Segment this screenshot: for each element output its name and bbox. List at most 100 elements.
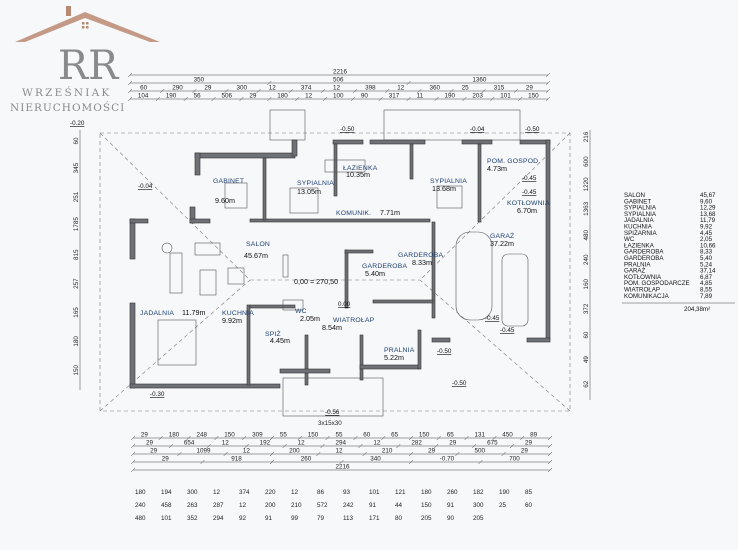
dimension-label: 251 — [73, 191, 80, 202]
interior-dimension: 480 — [135, 515, 146, 522]
interior-dimension: 352 — [187, 515, 198, 522]
dimension-label: 100 — [333, 93, 344, 100]
room-name: KOTŁOWNIA — [507, 200, 550, 207]
dimension-label: 60 — [140, 85, 148, 92]
dimension-label: 360 — [429, 85, 440, 92]
interior-dimension: 300 — [187, 489, 198, 496]
rear-terrace — [383, 109, 521, 141]
dimension-label: 25 — [462, 85, 470, 92]
walls — [129, 139, 551, 389]
dimension-label: 29 — [449, 440, 457, 447]
dimension-label: 150 — [73, 365, 80, 376]
dimension-label: 340 — [370, 456, 381, 463]
dimension-label: 2216 — [333, 69, 348, 76]
area-table-value: 8,33 — [700, 249, 713, 256]
stairs-label: 3x15x30 — [318, 420, 342, 427]
dimension-label: 500 — [475, 448, 486, 455]
level-mark: -0.50 — [525, 126, 540, 133]
dimension-label: 180 — [73, 336, 80, 347]
dimension-label: 600 — [583, 156, 590, 167]
dimension-label: 65 — [447, 432, 455, 439]
dimension-label: 372 — [583, 303, 590, 314]
area-table-value: 12,29 — [700, 205, 716, 212]
dimension-label: 56 — [194, 93, 202, 100]
dimension-label: 216 — [583, 131, 590, 142]
dimension-label: 345 — [73, 162, 80, 173]
area-table-room: GABINET — [624, 198, 651, 205]
interior-dimension: 458 — [161, 502, 172, 509]
level-mark: -0.04 — [470, 126, 485, 133]
dimension-label: 1220 — [583, 177, 590, 192]
room-name: KOMUNIK. — [336, 210, 371, 217]
area-table-room: SYPIALNIA — [624, 205, 657, 212]
dimension-label: 12 — [397, 85, 405, 92]
dimension-label: 317 — [389, 93, 400, 100]
interior-dimension: 90 — [447, 515, 455, 522]
area-table-room: ŁAZIENKA — [624, 242, 655, 249]
dimension-label: 29 — [146, 440, 154, 447]
area-table-room: POM. GOSPODARCZE — [624, 280, 690, 287]
dimension-label: 374 — [301, 85, 312, 92]
interior-dimension: 190 — [499, 489, 510, 496]
dimension-label: 700 — [509, 456, 520, 463]
level-mark: -0.04 — [138, 183, 153, 190]
level-mark: 0.00 — [338, 301, 351, 308]
interior-dimension: 374 — [239, 489, 250, 496]
dimension-label: 12 — [298, 440, 306, 447]
interior-dimension: 242 — [343, 502, 354, 509]
area-table-value: 5,24 — [700, 261, 713, 268]
room-name: KUCHNIA — [222, 310, 254, 317]
room-name: WC — [295, 308, 307, 315]
area-table-room: GARDEROBA — [624, 255, 664, 262]
area-table-value: 4,45 — [700, 230, 713, 237]
area-table-room: KOMUNIKACJA — [624, 293, 670, 300]
dimension-label: 165 — [73, 307, 80, 318]
dimension-label: 190 — [166, 93, 177, 100]
dimension-label: 12 — [333, 85, 341, 92]
room-name: GARDEROBA — [398, 252, 443, 259]
dimension-label: 192 — [260, 440, 271, 447]
dimension-label: 210 — [382, 448, 393, 455]
area-table-room: KOTŁOWNIA — [624, 274, 662, 281]
level-mark: -0.56 — [325, 409, 340, 416]
dimension-label: 480 — [583, 229, 590, 240]
roof-icon — [15, 12, 160, 42]
area-total: 204,38m² — [684, 306, 710, 313]
dimension-label: 29 — [526, 85, 534, 92]
interior-dimension: 79 — [317, 515, 325, 522]
dimension-label: 65 — [391, 432, 399, 439]
dimension-label: 150 — [308, 432, 319, 439]
dimension-label: 398 — [365, 85, 376, 92]
area-table-value: 7,89 — [700, 293, 713, 300]
car-icon — [455, 231, 493, 321]
interior-dimension: 205 — [421, 515, 432, 522]
interior-dimension: 180 — [135, 489, 146, 496]
logo-monogram: RR — [58, 43, 120, 89]
interior-dimension: 85 — [525, 489, 533, 496]
room-name: JADALNIA — [140, 310, 174, 317]
room-area: 13.05m — [297, 187, 321, 196]
interior-dimension: 121 — [395, 489, 406, 496]
dimension-label: 1360 — [472, 77, 487, 84]
area-table-room: WIATROŁAP — [624, 287, 660, 294]
room-area: 9.92m — [222, 316, 242, 325]
interior-dimension: 260 — [447, 489, 458, 496]
dimension-label: 248 — [197, 432, 208, 439]
interior-dimension: 205 — [473, 515, 484, 522]
room-area: 5.40m — [365, 269, 385, 278]
entrance-terrace — [282, 377, 384, 417]
dimension-label: 89 — [530, 432, 538, 439]
interior-dimension: 287 — [213, 502, 224, 509]
room-area: 7.71m — [380, 208, 400, 217]
dimension-label: 200 — [289, 448, 300, 455]
room-name: SYPIALNIA — [430, 178, 467, 185]
dimension-label: 450 — [502, 432, 513, 439]
furniture — [157, 159, 529, 366]
area-table-room: KUCHNIA — [624, 224, 653, 231]
level-mark: -0.45 — [522, 175, 537, 182]
level-marks: -0.20-0.04-0.50-0.04-0.50-0.45-0.45-0.45… — [70, 120, 540, 416]
dimension-label: 60 — [363, 432, 371, 439]
dimension-label: 315 — [494, 85, 505, 92]
area-table-value: 8,55 — [700, 287, 713, 294]
dimension-label: 815 — [73, 249, 80, 260]
